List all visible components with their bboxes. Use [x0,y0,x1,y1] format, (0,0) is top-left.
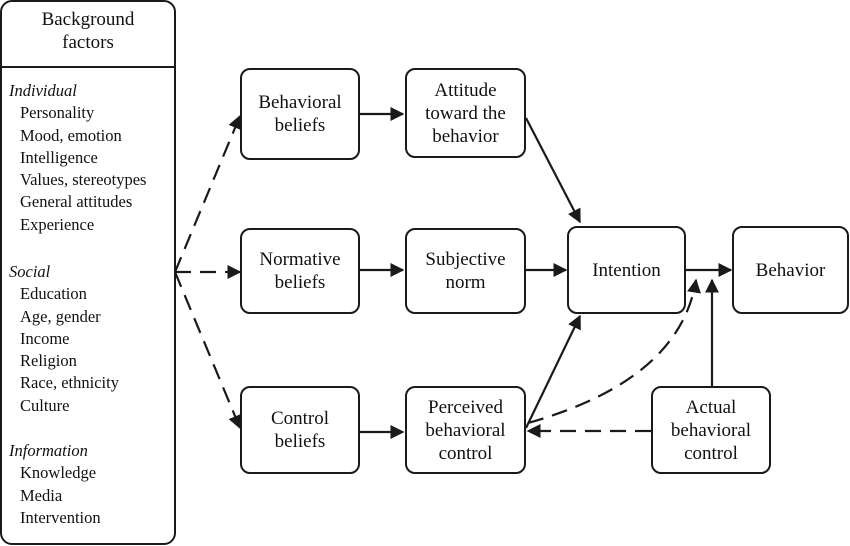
list-item: Media [20,485,63,505]
arrow-perceived-to-intention [525,314,581,429]
node-behavior: Behavior [732,226,849,314]
group-title-information: Information [9,441,88,460]
list-item: Intervention [20,507,101,527]
group-title-social: Social [9,262,51,281]
list-item: Age, gender [20,306,101,326]
node-intention: Intention [567,226,686,314]
list-item: Race, ethnicity [20,373,119,393]
list-item: Culture [20,395,70,415]
group-title-individual: Individual [9,81,77,100]
background-factors-panel: Background factors Individual Personalit… [0,0,176,545]
group-social: Social Education Age, gender Income Reli… [9,261,119,417]
list-item: Values, stereotypes [20,170,147,190]
list-item: Religion [20,351,77,371]
list-item: Education [20,284,87,304]
group-individual: Individual Personality Mood, emotion Int… [9,80,146,236]
list-item: Knowledge [20,463,97,483]
group-information: Information Knowledge Media Intervention [9,440,101,529]
list-item: Mood, emotion [20,125,122,145]
list-item: Intelligence [20,147,98,167]
background-factors-title: Background factors [2,2,174,68]
arrow-bg-to-behavioral-beliefs [173,114,242,273]
list-item: General attitudes [20,192,133,212]
list-item: Experience [20,214,95,234]
arrow-bg-to-control-beliefs [173,271,242,430]
arrow-perceived-to-behavior-link [527,278,701,425]
arrow-attitude-to-intention [525,117,581,224]
list-item: Personality [20,103,95,123]
list-item: Income [20,328,70,348]
